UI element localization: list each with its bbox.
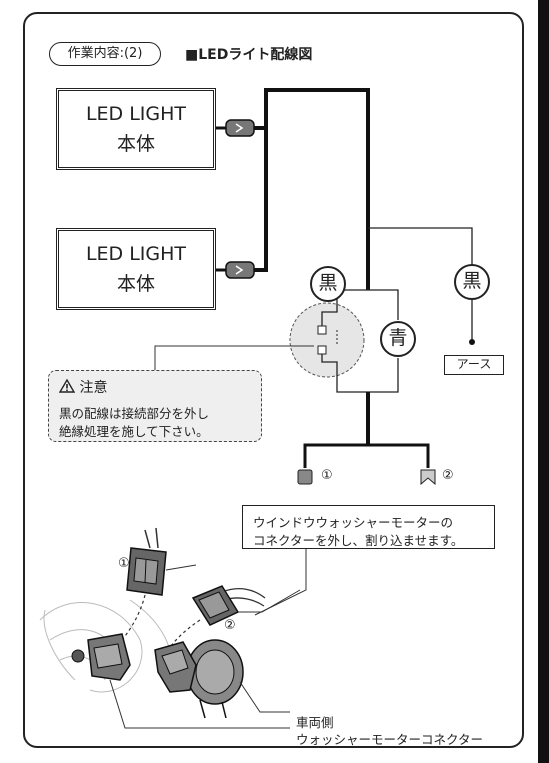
connector-number-1: ① [321,468,333,483]
led-box-line1: LED LIGHT [85,103,187,125]
led-connector-upper [216,119,255,137]
instruction-callout: ウインドウウォッシャーモーターの コネクターを外し、割り込ませます。 [242,505,495,549]
vehicle-leader-right [239,681,290,713]
vehicle-connector-label: 車両側 ウォッシャーモーターコネクター [296,714,483,748]
harness-fork [303,443,430,468]
connector-plug-2 [420,469,436,486]
led-light-unit-top: LED LIGHT 本体 [56,88,216,170]
illustration-number-1: ① [118,556,130,571]
warning-triangle-icon [59,379,75,393]
earth-black-wire-badge: 黒 [454,264,490,300]
instruction-line2: コネクターを外し、割り込ませます。 [253,533,464,548]
earth-branch-wire [368,227,473,265]
black-splice-wire-top [321,289,368,326]
black-splice-wire-bottom [321,354,368,393]
caution-box: 注意 黒の配線は接続部分を外し 絶縁処理を施して下さい。 [48,370,262,442]
blue-wire-bottom [368,358,399,393]
guide-dashed-1 [121,594,146,641]
cut-end-upper [317,325,327,335]
led-light-unit-bottom: LED LIGHT 本体 [56,228,216,310]
caution-heading-row: 注意 [59,377,107,397]
blue-wire-top [368,289,399,320]
work-step-tag: 作業内容:(2) [49,42,161,66]
illustration-number-2: ② [224,618,236,633]
main-black-wire-lower [254,128,268,272]
diagram-title: ■LEDライト配線図 [185,47,313,63]
page-edge-bar [538,0,549,763]
connector-1-leader [165,564,197,571]
connector-2-leader [238,589,301,613]
guide-dashed-2 [167,619,201,651]
connector-number-2: ② [442,468,454,483]
led-connector-lower [216,261,255,279]
instruction-line1: ウインドウウォッシャーモーターの [253,515,454,530]
black-wire-badge: 黒 [310,266,346,302]
blue-wire-badge: 青 [380,321,416,357]
caution-text-line2: 絶縁処理を施して下さい。 [59,424,209,439]
vehicle-label-line1: 車両側 [296,715,334,730]
earth-label: アース [444,355,504,375]
splice-zoom-area [289,302,365,378]
connector-2-illustration [191,585,266,626]
main-black-wire-upper [254,88,370,290]
caution-heading: 注意 [79,380,108,396]
led-box-line1: LED LIGHT [85,243,187,265]
led-box-line2: 本体 [116,133,155,155]
vehicle-leader-left [109,679,290,729]
earth-terminal-dot [469,339,475,345]
led-box-line2: 本体 [116,273,155,295]
caution-text-line1: 黒の配線は接続部分を外し [59,406,210,421]
connector-plug-1 [297,469,313,485]
vehicle-label-line2: ウォッシャーモーターコネクター [296,732,484,747]
vehicle-connector-left [71,633,131,681]
caution-leader-line [154,345,314,370]
washer-motor-illustration [154,639,244,719]
connector-1-illustration [126,527,167,596]
diagram-frame [23,12,524,748]
